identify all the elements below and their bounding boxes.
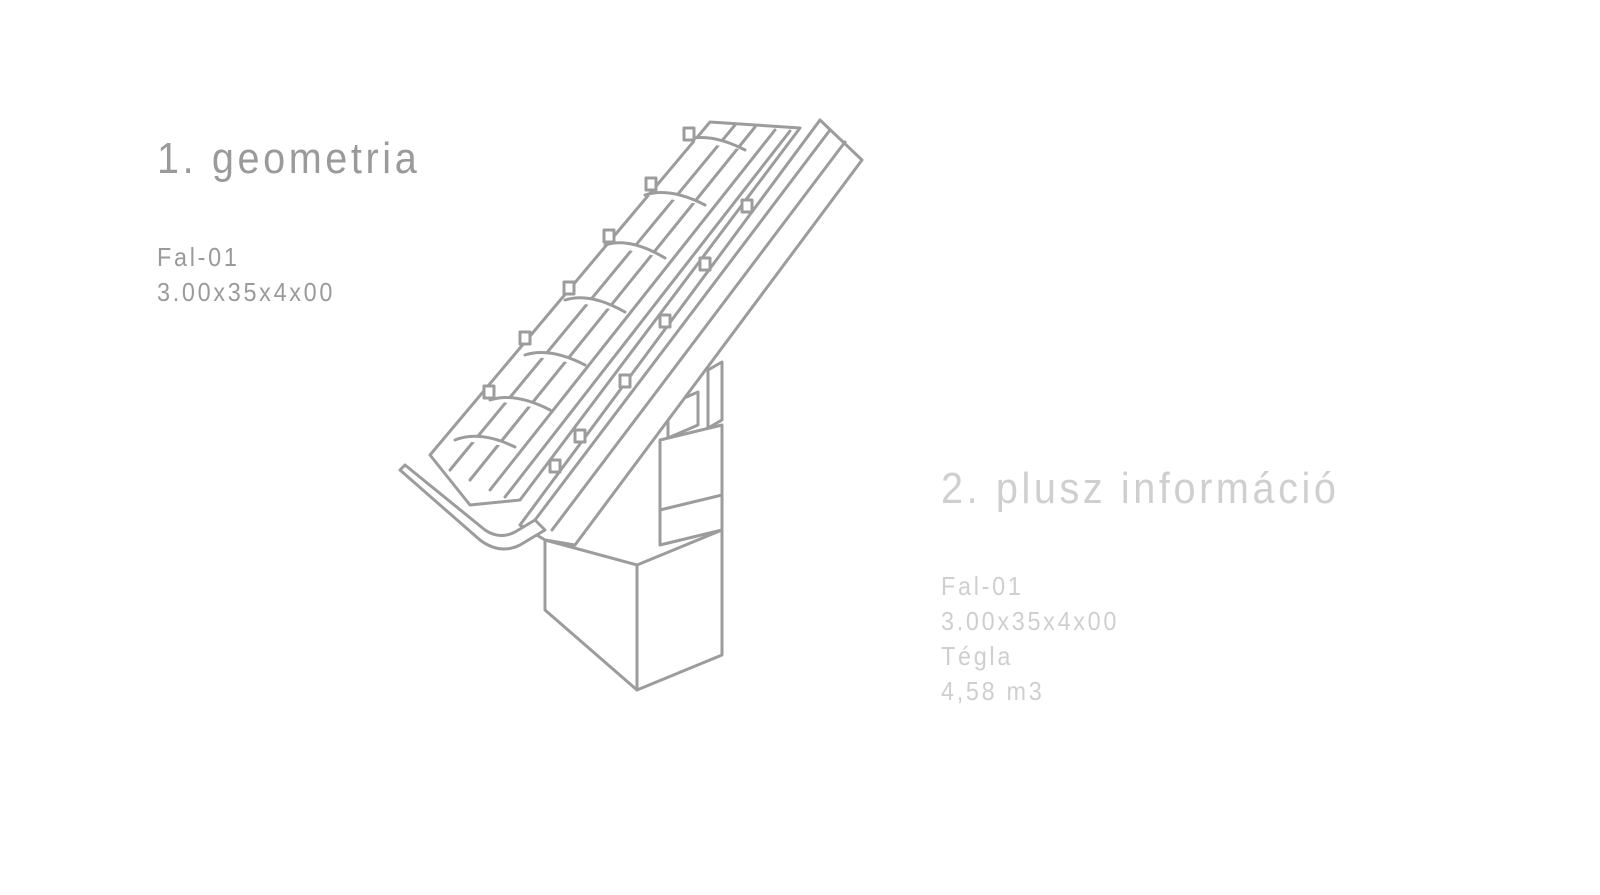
- element-id: Fal-01: [941, 571, 1024, 601]
- element-volume: 4,58 m3: [941, 676, 1045, 706]
- geometry-info: Fal-01 3.00x35x4x00: [157, 240, 335, 310]
- element-dimensions: 3.00x35x4x00: [941, 606, 1120, 636]
- wall: [543, 360, 724, 692]
- gutter: [398, 463, 547, 551]
- element-dimensions: 3.00x35x4x00: [157, 277, 336, 307]
- roof-slab: [518, 118, 864, 547]
- roof-tiles: [428, 120, 802, 507]
- section-title-extra-info: 2. plusz információ: [941, 464, 1340, 513]
- extra-info: Fal-01 3.00x35x4x00 Tégla 4,58 m3: [941, 569, 1119, 709]
- section-title-geometry: 1. geometria: [157, 134, 421, 183]
- element-id: Fal-01: [157, 242, 240, 272]
- element-material: Tégla: [941, 641, 1014, 671]
